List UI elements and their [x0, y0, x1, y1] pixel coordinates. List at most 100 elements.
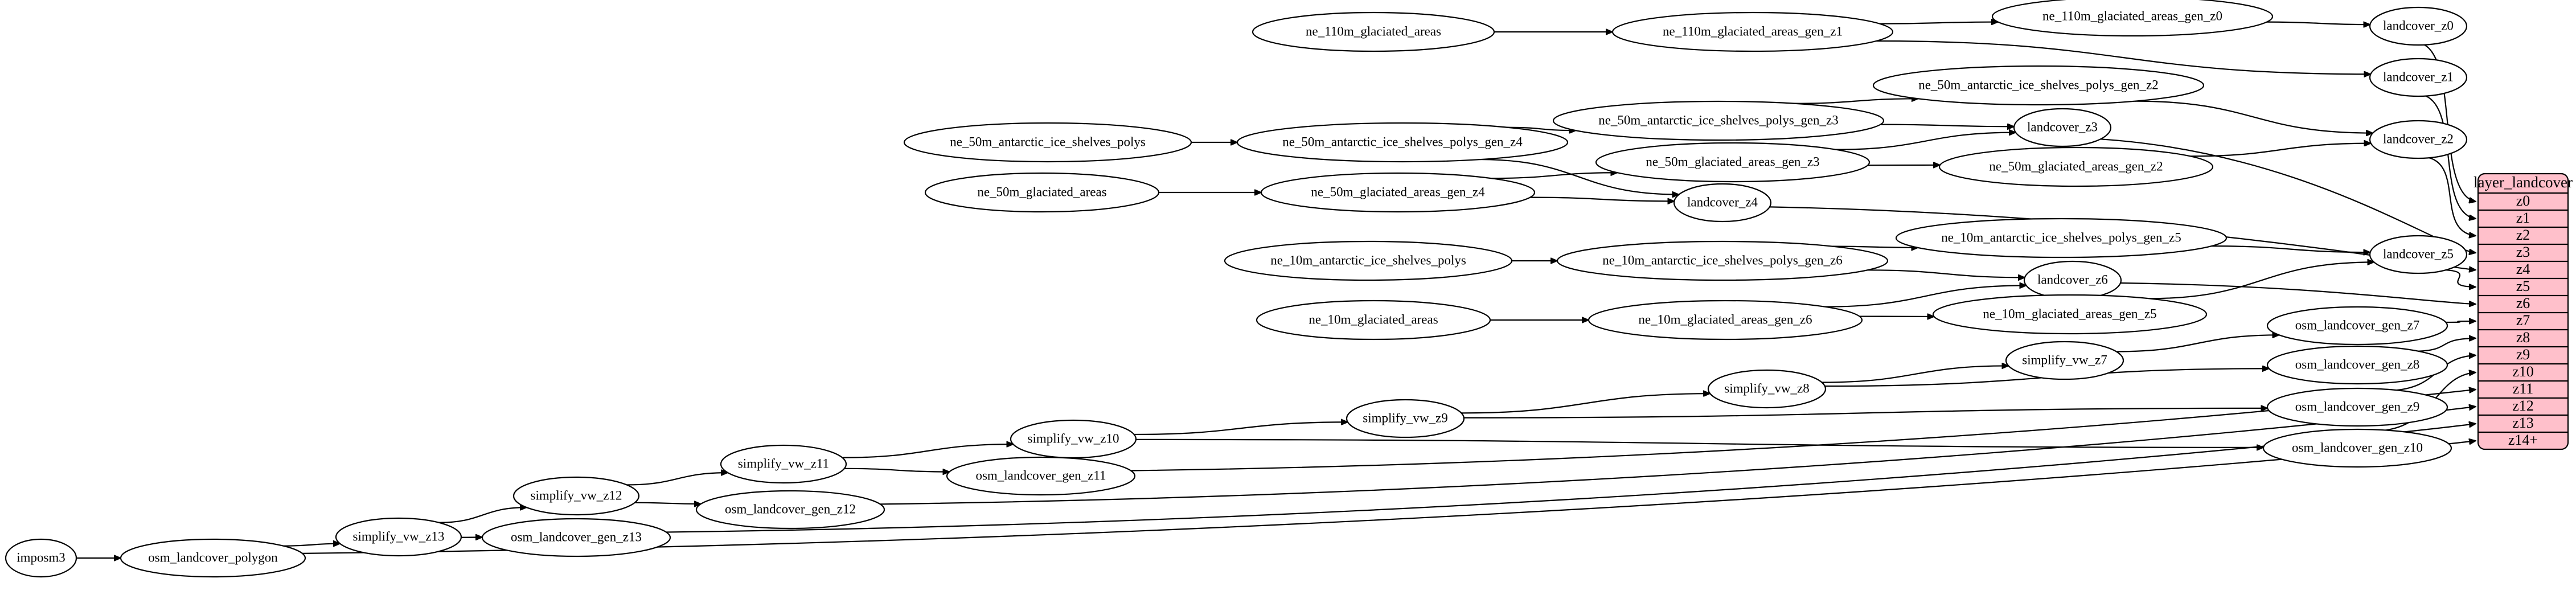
table-row-z1[interactable]: z1	[2516, 210, 2530, 226]
edge-simplify_vw_z7--to--osm_landcover_gen_z7	[2116, 335, 2279, 352]
node-label: ne_10m_glaciated_areas	[1308, 312, 1438, 326]
node-ellipse	[120, 538, 306, 578]
node-label: ne_110m_glaciated_areas	[1306, 24, 1441, 38]
edge-simplify_vw_z12--to--simplify_vw_z11	[626, 473, 728, 486]
node-simplify_vw_z9[interactable]: simplify_vw_z9	[1346, 399, 1465, 438]
node-ne_10m_glaciated_areas[interactable]: ne_10m_glaciated_areas	[1256, 300, 1491, 341]
node-label: ne_10m_antarctic_ice_shelves_polys	[1270, 253, 1466, 267]
node-landcover_z5[interactable]: landcover_z5	[2369, 235, 2468, 274]
node-ne_10m_antarctic_ice_shelves_polys[interactable]: ne_10m_antarctic_ice_shelves_polys	[1224, 240, 1513, 281]
node-label: ne_50m_antarctic_ice_shelves_polys_gen_z…	[1598, 113, 1839, 127]
node-label: landcover_z4	[1687, 195, 1758, 209]
edge-ne_50m_antarctic_ice_shelves_polys_gen_z2--to--landcover_z2	[2135, 100, 2373, 133]
node-simplify_vw_z13[interactable]: simplify_vw_z13	[335, 517, 462, 557]
node-label: ne_110m_glaciated_areas_gen_z1	[1663, 24, 1843, 38]
node-ne_50m_glaciated_areas_gen_z4[interactable]: ne_50m_glaciated_areas_gen_z4	[1260, 172, 1536, 213]
node-label: ne_50m_antarctic_ice_shelves_polys_gen_z…	[1918, 77, 2159, 92]
node-osm_landcover_gen_z8[interactable]: osm_landcover_gen_z8	[2266, 345, 2448, 385]
table-row-z13[interactable]: z13	[2512, 415, 2534, 431]
node-osm_landcover_gen_z9[interactable]: osm_landcover_gen_z9	[2266, 387, 2448, 427]
node-osm_landcover_gen_z13[interactable]: osm_landcover_gen_z13	[481, 518, 671, 557]
node-landcover_z2[interactable]: landcover_z2	[2369, 120, 2468, 159]
edge-ne_10m_glaciated_areas_gen_z6--to--landcover_z6	[1824, 285, 2027, 307]
node-label: landcover_z3	[2027, 120, 2098, 134]
node-ne_50m_antarctic_ice_shelves_polys_gen_z2[interactable]: ne_50m_antarctic_ice_shelves_polys_gen_z…	[1872, 65, 2205, 106]
node-label: osm_landcover_gen_z10	[2292, 440, 2423, 454]
node-ne_10m_glaciated_areas_gen_z5[interactable]: ne_10m_glaciated_areas_gen_z5	[1932, 294, 2208, 335]
node-simplify_vw_z8[interactable]: simplify_vw_z8	[1707, 369, 1827, 409]
node-ne_50m_antarctic_ice_shelves_polys_gen_z4[interactable]: ne_50m_antarctic_ice_shelves_polys_gen_z…	[1236, 122, 1569, 163]
node-osm_landcover_gen_z10[interactable]: osm_landcover_gen_z10	[2262, 428, 2452, 468]
edge-ne_50m_glaciated_areas_gen_z2--to--landcover_z2	[2190, 143, 2371, 157]
edge-simplify_vw_z11--to--osm_landcover_gen_z11	[844, 468, 949, 472]
node-osm_landcover_gen_z12[interactable]: osm_landcover_gen_z12	[695, 490, 885, 530]
node-simplify_vw_z7[interactable]: simplify_vw_z7	[2005, 341, 2124, 380]
node-ne_50m_antarctic_ice_shelves_polys_gen_z3[interactable]: ne_50m_antarctic_ice_shelves_polys_gen_z…	[1552, 100, 1885, 141]
node-ne_50m_glaciated_areas_gen_z2[interactable]: ne_50m_glaciated_areas_gen_z2	[1938, 146, 2214, 187]
edge-simplify_vw_z12--to--osm_landcover_gen_z12	[634, 503, 701, 504]
node-label: ne_110m_glaciated_areas_gen_z0	[2042, 9, 2222, 23]
table-row-z8[interactable]: z8	[2516, 329, 2530, 346]
node-label: osm_landcover_gen_z9	[2295, 399, 2419, 413]
table-row-z9[interactable]: z9	[2516, 346, 2530, 363]
node-ne_10m_antarctic_ice_shelves_polys_gen_z6[interactable]: ne_10m_antarctic_ice_shelves_polys_gen_z…	[1556, 240, 1889, 281]
node-simplify_vw_z10[interactable]: simplify_vw_z10	[1010, 419, 1137, 459]
node-ne_50m_glaciated_areas[interactable]: ne_50m_glaciated_areas	[924, 172, 1160, 213]
table-row-z0[interactable]: z0	[2516, 192, 2530, 209]
node-ellipse	[2369, 120, 2468, 159]
node-label: osm_landcover_gen_z8	[2295, 357, 2419, 371]
node-label: ne_50m_glaciated_areas	[977, 184, 1106, 199]
node-landcover_z0[interactable]: landcover_z0	[2369, 6, 2468, 46]
node-label: ne_50m_glaciated_areas_gen_z2	[1989, 159, 2163, 173]
node-osm_landcover_gen_z11[interactable]: osm_landcover_gen_z11	[946, 456, 1136, 496]
node-label: simplify_vw_z13	[353, 529, 445, 543]
table-row-z14p[interactable]: z14+	[2508, 432, 2538, 448]
table-row-z5[interactable]: z5	[2516, 278, 2530, 294]
edge-landcover_z2--to--layer_landcover-z2	[2429, 157, 2476, 236]
node-ellipse	[1346, 399, 1465, 438]
table-row-z3[interactable]: z3	[2516, 244, 2530, 260]
node-label: ne_50m_antarctic_ice_shelves_polys_gen_z…	[1282, 134, 1523, 149]
node-landcover_z4[interactable]: landcover_z4	[1673, 183, 1772, 223]
node-label: ne_50m_glaciated_areas_gen_z4	[1311, 184, 1485, 199]
node-ellipse	[5, 538, 77, 578]
node-simplify_vw_z11[interactable]: simplify_vw_z11	[720, 444, 847, 484]
node-landcover_z6[interactable]: landcover_z6	[2023, 260, 2122, 300]
node-landcover_z3[interactable]: landcover_z3	[2013, 108, 2112, 147]
node-ne_50m_antarctic_ice_shelves_polys[interactable]: ne_50m_antarctic_ice_shelves_polys	[903, 122, 1192, 163]
node-ne_50m_glaciated_areas_gen_z3[interactable]: ne_50m_glaciated_areas_gen_z3	[1595, 142, 1871, 183]
table-row-z6[interactable]: z6	[2516, 295, 2530, 311]
table-row-z12[interactable]: z12	[2512, 397, 2534, 414]
node-ne_110m_glaciated_areas[interactable]: ne_110m_glaciated_areas	[1252, 11, 1495, 52]
node-ellipse	[2369, 58, 2468, 97]
edge-ne_10m_glaciated_areas_gen_z5--to--landcover_z5	[2149, 262, 2374, 300]
node-osm_landcover_gen_z7[interactable]: osm_landcover_gen_z7	[2266, 306, 2448, 346]
edge-simplify_vw_z9--to--osm_landcover_gen_z9	[1463, 408, 2267, 419]
table-row-z2[interactable]: z2	[2516, 227, 2530, 243]
node-label: simplify_vw_z10	[1028, 431, 1119, 445]
node-ellipse	[1872, 65, 2205, 106]
edge-simplify_vw_z11--to--simplify_vw_z10	[842, 444, 1013, 458]
edge-ne_50m_glaciated_areas_gen_z3--to--landcover_z3	[1835, 133, 2016, 150]
node-simplify_vw_z12[interactable]: simplify_vw_z12	[512, 476, 640, 516]
edge-ne_110m_glaciated_areas_gen_z0--to--landcover_z0	[2266, 21, 2370, 25]
table-row-z11[interactable]: z11	[2513, 380, 2534, 397]
node-label: osm_landcover_polygon	[148, 550, 278, 564]
node-ne_110m_glaciated_areas_gen_z0[interactable]: ne_110m_glaciated_areas_gen_z0	[1991, 0, 2274, 37]
table-row-z4[interactable]: z4	[2516, 261, 2530, 277]
edge-osm_landcover_gen_z13--to--layer_landcover-z13	[666, 424, 2476, 533]
table-row-z7[interactable]: z7	[2516, 312, 2530, 329]
node-ne_10m_glaciated_areas_gen_z6[interactable]: ne_10m_glaciated_areas_gen_z6	[1588, 300, 1863, 341]
node-ne_10m_antarctic_ice_shelves_polys_gen_z5[interactable]: ne_10m_antarctic_ice_shelves_polys_gen_z…	[1895, 218, 2228, 259]
node-landcover_z1[interactable]: landcover_z1	[2369, 58, 2468, 97]
node-ne_110m_glaciated_areas_gen_z1[interactable]: ne_110m_glaciated_areas_gen_z1	[1611, 11, 1894, 52]
node-imposm3[interactable]: imposm3	[5, 538, 77, 578]
edge-ne_10m_antarctic_ice_shelves_polys_gen_z6--to--ne_10m_antarctic_ice_shelves_polys_gen_z5	[1832, 247, 1918, 248]
edge-landcover_z6--to--layer_landcover-z6	[2120, 282, 2476, 304]
node-ellipse	[481, 518, 671, 557]
node-label: landcover_z1	[2383, 69, 2454, 84]
node-osm_landcover_polygon[interactable]: osm_landcover_polygon	[120, 538, 306, 578]
table-row-z10[interactable]: z10	[2512, 363, 2534, 380]
